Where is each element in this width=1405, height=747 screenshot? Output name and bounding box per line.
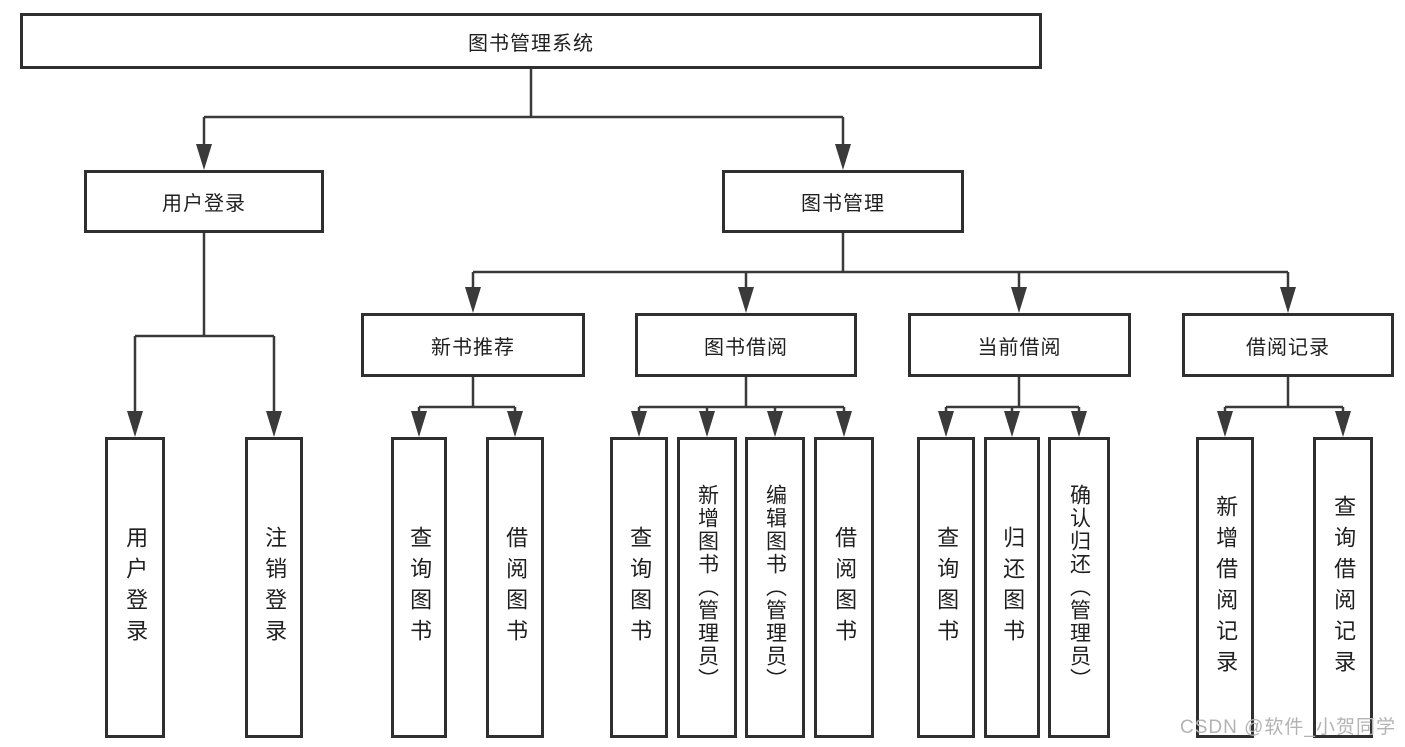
leaf-add-borrow-record: 新增借阅记录 <box>1196 437 1254 738</box>
node-label: 查询图书 <box>407 525 433 650</box>
node-new-book-recommend: 新书推荐 <box>361 313 585 377</box>
node-label: 用户登录 <box>162 193 246 215</box>
watermark: CSDN @软件_小贺同学 <box>1180 717 1396 738</box>
node-label: 用户登录 <box>123 525 149 650</box>
arrowhead-down <box>1071 411 1087 437</box>
arrowhead-down <box>699 411 715 437</box>
node-label: 借阅图书 <box>832 525 858 650</box>
leaf-query-borrow-record: 查询借阅记录 <box>1313 437 1373 738</box>
leaf-confirm-return-admin: 确认归还（管理员） <box>1048 437 1110 738</box>
node-label: 查询图书 <box>934 525 960 650</box>
arrowhead-down <box>767 411 783 437</box>
node-label: 归还图书 <box>1000 525 1026 650</box>
arrowhead-down <box>465 287 481 313</box>
node-label: 图书借阅 <box>704 336 788 359</box>
node-label: 新增借阅记录 <box>1213 494 1239 681</box>
leaf-query-books-3: 查询图书 <box>917 437 975 738</box>
arrowhead-down <box>631 411 647 437</box>
leaf-user-login: 用户登录 <box>105 437 165 738</box>
node-label: 注销登录 <box>262 525 288 650</box>
node-label: 新书推荐 <box>431 336 515 359</box>
arrowhead-down <box>1335 411 1351 437</box>
arrowhead-down <box>938 411 954 437</box>
arrowhead-down <box>836 411 852 437</box>
arrowhead-down <box>835 144 851 170</box>
node-label: 编辑图书（管理员） <box>763 484 787 691</box>
arrowhead-down <box>196 144 212 170</box>
node-label: 借阅记录 <box>1246 336 1330 359</box>
node-book-management: 图书管理 <box>722 170 964 233</box>
arrowhead-down <box>266 411 282 437</box>
node-label: 确认归还（管理员） <box>1067 484 1091 691</box>
leaf-edit-books-admin: 编辑图书（管理员） <box>745 437 805 738</box>
arrowhead-down <box>127 411 143 437</box>
arrowhead-down <box>411 411 427 437</box>
arrowhead-down <box>1217 411 1233 437</box>
arrowhead-down <box>738 287 754 313</box>
arrowhead-down <box>1011 287 1027 313</box>
node-root-system: 图书管理系统 <box>20 13 1042 69</box>
node-borrowing-records: 借阅记录 <box>1182 313 1394 377</box>
leaf-query-books-1: 查询图书 <box>391 437 447 738</box>
node-user-login: 用户登录 <box>84 170 324 233</box>
arrowhead-down <box>1004 411 1020 437</box>
leaf-add-books-admin: 新增图书（管理员） <box>677 437 737 738</box>
arrowhead-down <box>1280 287 1296 313</box>
node-current-borrowing: 当前借阅 <box>908 313 1131 377</box>
node-label: 图书管理 <box>801 193 885 215</box>
node-label: 借阅图书 <box>503 525 529 650</box>
leaf-logout: 注销登录 <box>245 437 303 738</box>
leaf-borrow-books-2: 借阅图书 <box>814 437 874 738</box>
leaf-query-books-2: 查询图书 <box>610 437 668 738</box>
node-label: 查询图书 <box>627 525 653 650</box>
leaf-return-books: 归还图书 <box>984 437 1040 738</box>
node-label: 图书管理系统 <box>468 32 594 55</box>
node-label: 查询借阅记录 <box>1331 494 1357 681</box>
node-book-borrowing: 图书借阅 <box>635 313 857 377</box>
arrowhead-down <box>507 411 523 437</box>
node-label: 新增图书（管理员） <box>695 484 719 691</box>
leaf-borrow-books-1: 借阅图书 <box>486 437 544 738</box>
node-label: 当前借阅 <box>977 336 1062 359</box>
